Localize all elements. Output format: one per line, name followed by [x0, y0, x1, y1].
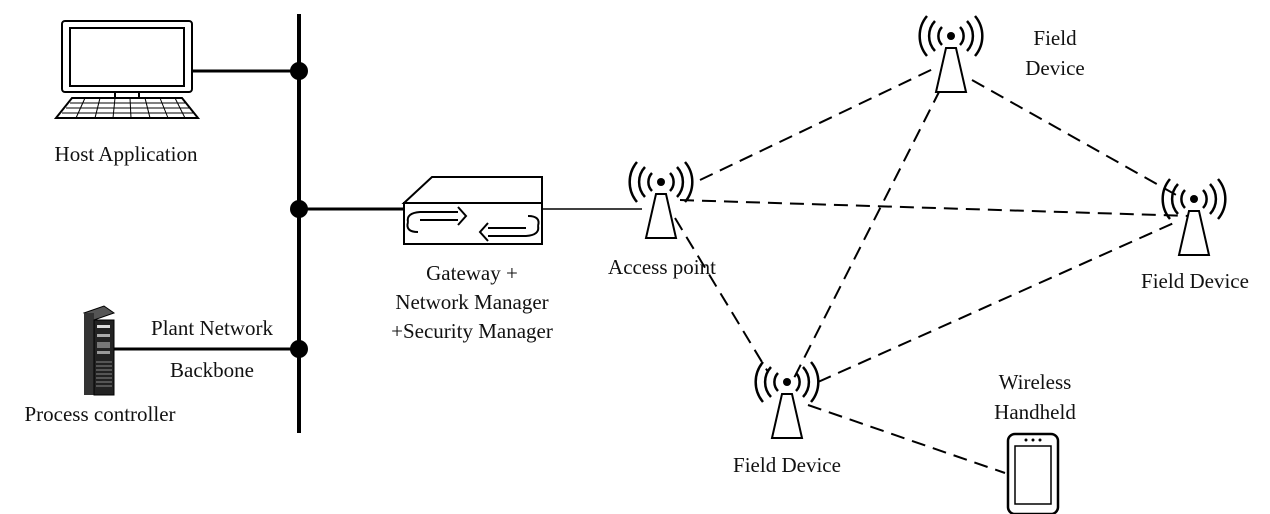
junction-dot [290, 200, 308, 218]
gateway-label-line1: Gateway + [426, 261, 518, 285]
wireless-antenna-icon [754, 361, 820, 439]
wireless-handheld-label-line1: Wireless [999, 370, 1072, 394]
junction-dot [290, 340, 308, 358]
wireless-antenna-icon [918, 15, 984, 93]
smartphone-icon [1006, 432, 1060, 514]
junction-dot [290, 62, 308, 80]
server-tower-icon [82, 305, 116, 396]
router-gateway-icon [401, 176, 543, 245]
wireless-links [674, 67, 1191, 474]
field-device-top-label-line1: Field [1033, 26, 1077, 50]
gateway-label-line2: Network Manager [395, 290, 548, 314]
wireless-antenna-icon [628, 161, 694, 239]
access-point-label: Access point [608, 255, 716, 279]
field-device-bottom-label: Field Device [733, 453, 841, 477]
wireless-handheld-label-line2: Handheld [994, 400, 1076, 424]
field-device-right-label: Field Device [1141, 269, 1249, 293]
backbone-label: Backbone [170, 358, 254, 382]
desktop-computer-icon [53, 20, 201, 119]
wireless-antenna-icon [1161, 178, 1227, 256]
process-controller-label: Process controller [24, 402, 175, 426]
plant-network-label: Plant Network [151, 316, 273, 340]
field-device-top-label-line2: Device [1025, 56, 1084, 80]
gateway-label-line3: +Security Manager [391, 319, 553, 343]
host-application-label: Host Application [55, 142, 198, 166]
